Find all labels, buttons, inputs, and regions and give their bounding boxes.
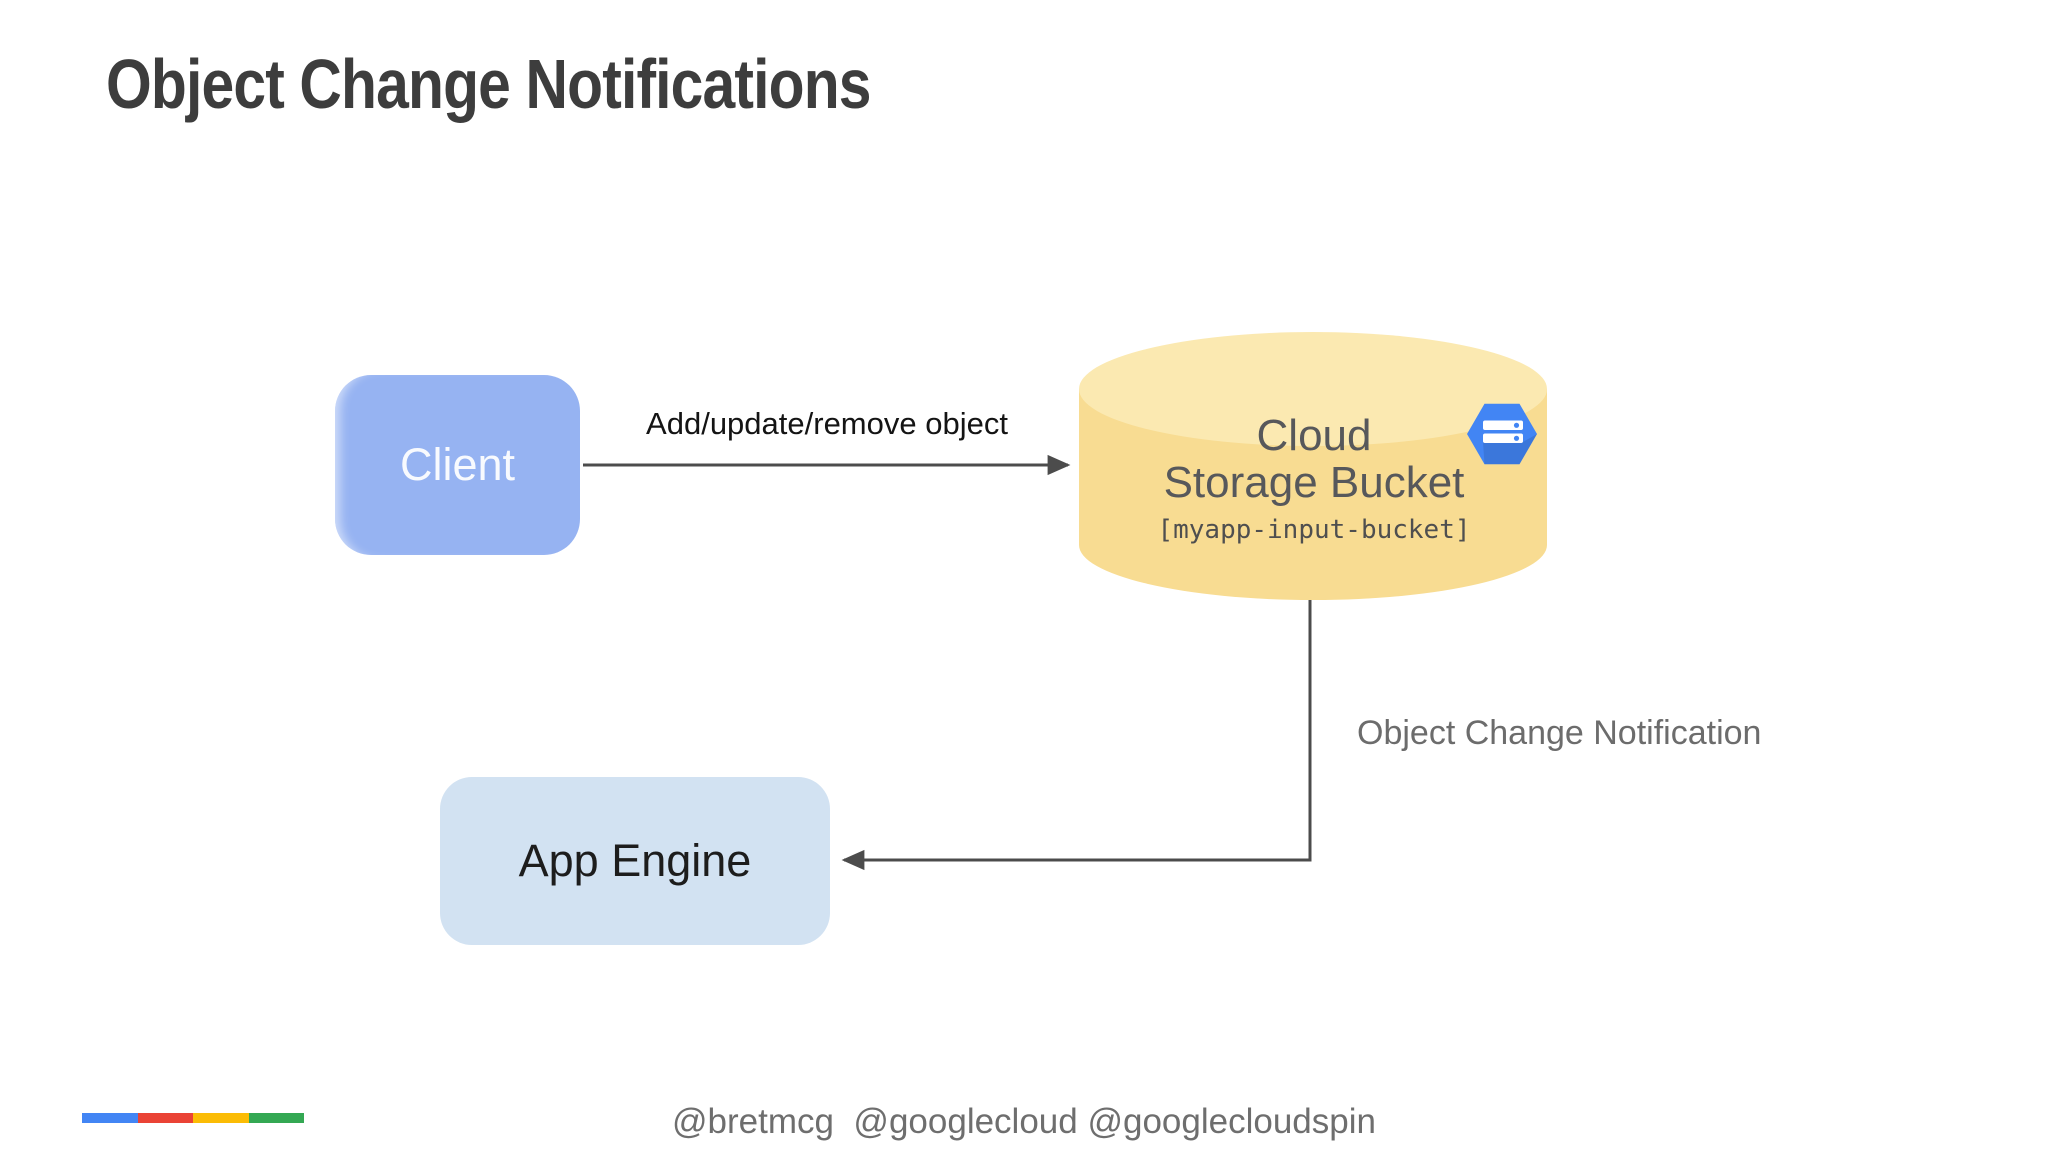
node-client: Client bbox=[335, 375, 580, 555]
storage-hexagon-shadow bbox=[1483, 434, 1537, 465]
storage-bar-top bbox=[1483, 420, 1523, 430]
bucket-name: [myapp-input-bucket] bbox=[1157, 515, 1471, 545]
storage-bar-bottom bbox=[1483, 433, 1523, 443]
cloud-storage-cylinder-shape bbox=[1079, 332, 1547, 600]
bucket-title-line2: Storage Bucket bbox=[1163, 458, 1465, 507]
google-colors-bar bbox=[82, 1113, 304, 1123]
client-label: Client bbox=[399, 439, 516, 490]
app-engine-label: App Engine bbox=[518, 835, 752, 886]
bar-segment-yellow bbox=[193, 1113, 249, 1123]
bucket-text: Cloud Storage Bucket [myapp-input-bucket… bbox=[1079, 412, 1549, 545]
bar-segment-blue bbox=[82, 1113, 138, 1123]
node-app-engine: App Engine bbox=[440, 777, 830, 945]
social-handles: @bretmcg @googlecloud @googlecloudspin bbox=[672, 1102, 1376, 1141]
cloud-storage-icon bbox=[1467, 403, 1537, 465]
page-title: Object Change Notifications bbox=[106, 45, 872, 123]
bar-segment-green bbox=[248, 1113, 304, 1123]
cylinder-top-ellipse bbox=[1079, 332, 1547, 446]
cylinder-body bbox=[1079, 389, 1547, 600]
bucket-to-appengine-arrow bbox=[841, 600, 1312, 871]
storage-bar-top-dot bbox=[1513, 422, 1520, 428]
bucket-to-appengine-label: Object Change Notification bbox=[1357, 714, 1762, 752]
storage-bar-bottom-dot bbox=[1513, 435, 1520, 441]
bar-segment-red bbox=[137, 1113, 193, 1123]
bucket-title-line1: Cloud bbox=[1256, 411, 1372, 460]
client-to-bucket-label: Add/update/remove object bbox=[646, 406, 1008, 441]
